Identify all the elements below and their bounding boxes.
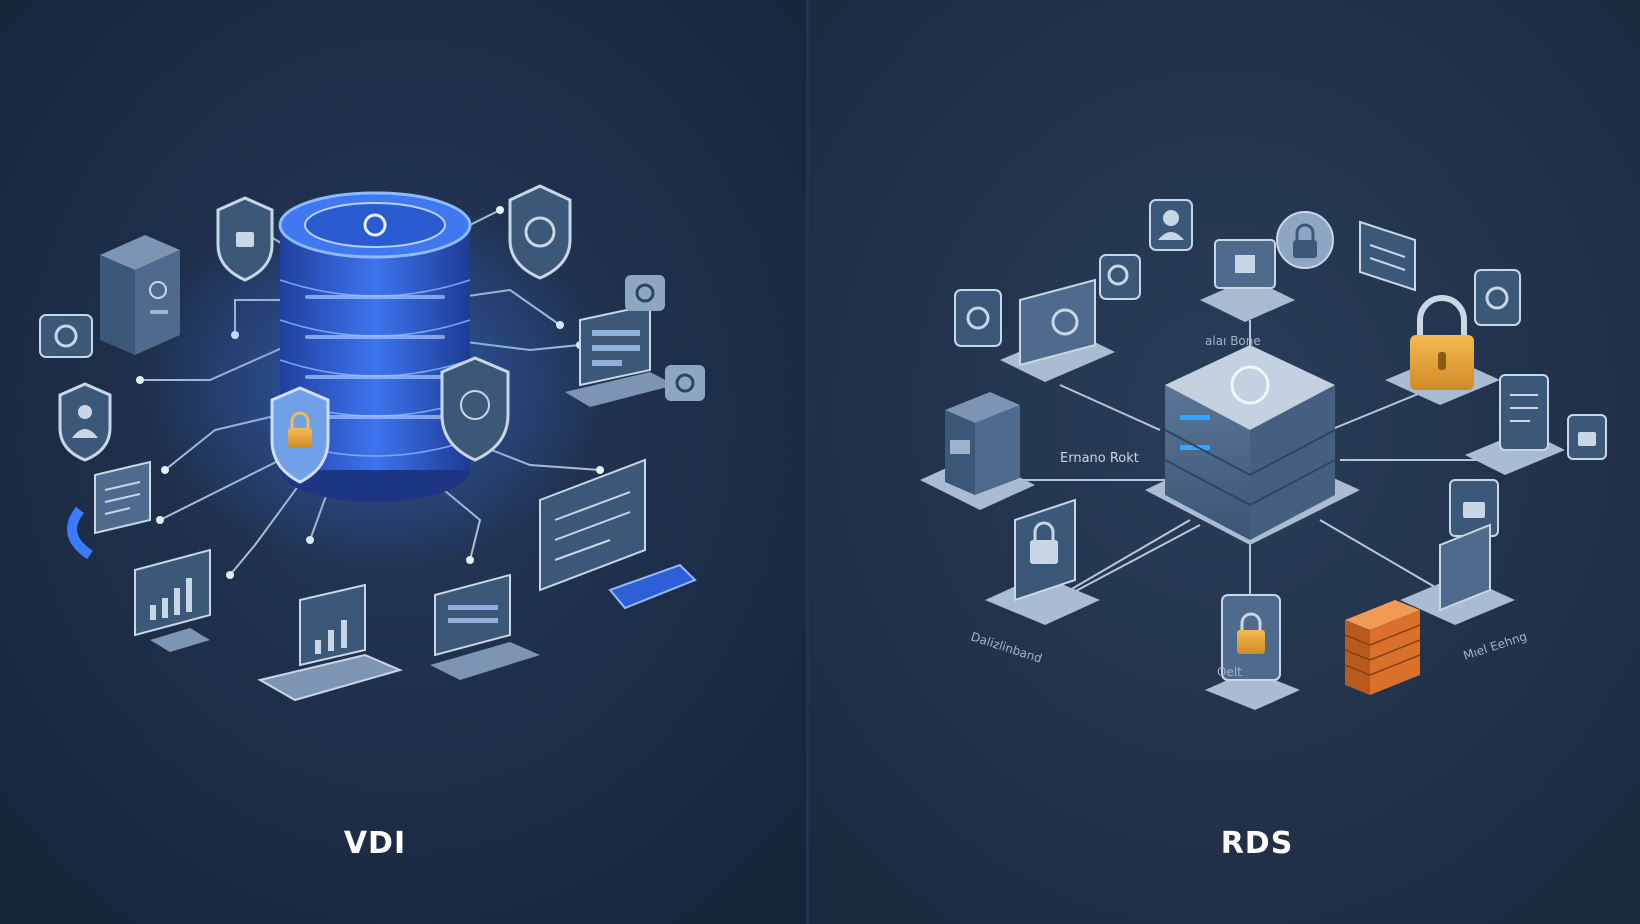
browser-window-icon: [539, 458, 646, 592]
monitor-icon: [1200, 239, 1295, 322]
rds-label-top-device: alaı Bone: [1205, 334, 1261, 348]
padlock-icon: [1385, 295, 1500, 405]
monitor-chart-icon: [134, 548, 211, 652]
laptop-icon: [565, 303, 675, 407]
laptop-icon: [430, 573, 540, 680]
padlock-icon: [1205, 594, 1300, 710]
server-tower-icon: [920, 392, 1035, 510]
user-icon: [1149, 199, 1193, 251]
server-tower-icon: [100, 235, 180, 355]
access-card-icon: [608, 563, 697, 610]
padlock-icon: [985, 498, 1100, 625]
rds-title: RDS: [1220, 826, 1294, 861]
search-icon: [1099, 254, 1141, 300]
user-shield-icon: [58, 382, 112, 462]
mobile-device-icon: [1465, 374, 1607, 475]
shield-network-icon: [440, 356, 510, 462]
document-icon: [1359, 220, 1416, 292]
vdi-network: [39, 184, 705, 702]
laptop-icon: [1000, 278, 1115, 382]
shield-lock-icon: [270, 386, 330, 484]
server-cube-icon: [1145, 345, 1360, 545]
rds-label-bottom-center: Oelt: [1217, 665, 1242, 679]
shield-aperture-icon: [508, 184, 572, 280]
camera-icon: [1474, 269, 1521, 326]
camera-icon: [954, 289, 1002, 347]
chat-bubble-icon: [625, 275, 705, 401]
vdi-title: VDI: [343, 826, 407, 861]
padlock-orb-icon: [1276, 211, 1334, 269]
rds-network: Ernano Rokt alaı Bone Dalizlinband Oelt …: [920, 199, 1607, 710]
monitor-icon: [67, 460, 151, 560]
laptop-icon: [257, 583, 403, 702]
padlock-icon: [1400, 479, 1515, 625]
firewall-icon: [1344, 600, 1421, 695]
rds-label-left-link: Ernano Rokt: [1060, 451, 1139, 466]
panel-divider: [806, 0, 809, 924]
camera-icon: [39, 314, 93, 358]
shield-lock-icon: [216, 196, 274, 282]
